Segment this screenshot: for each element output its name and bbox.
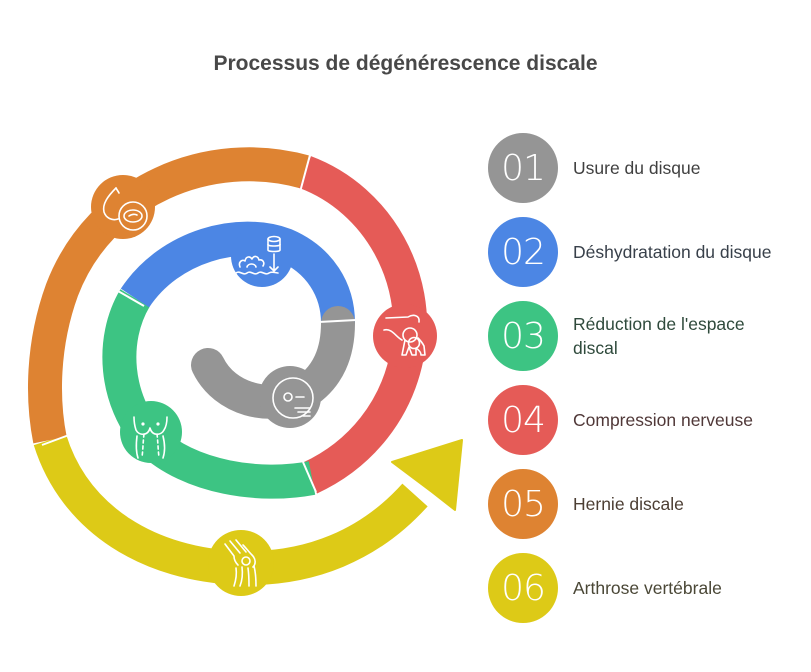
- step-badge: 04: [488, 385, 558, 455]
- step-label: Déshydratation du disque: [573, 242, 772, 262]
- dehydration-icon: [235, 235, 281, 275]
- step-label: Réduction de l'espace discal: [573, 314, 745, 358]
- step-label: Compression nerveuse: [573, 410, 753, 430]
- step-label: Arthrose vertébrale: [573, 578, 722, 598]
- legend-item-04: 04 Compression nerveuse: [488, 385, 783, 455]
- spiral-segment-01: [191, 306, 355, 428]
- step-label: Usure du disque: [573, 158, 701, 178]
- legend-item-06: 06 Arthrose vertébrale: [488, 553, 783, 623]
- step-badge: 05: [488, 469, 558, 539]
- legend-item-01: 01 Usure du disque: [488, 133, 783, 203]
- step-badge: 03: [488, 301, 558, 371]
- diagram-title: Processus de dégénérescence discale: [213, 52, 598, 75]
- step-badge: 01: [488, 133, 558, 203]
- step-label: Hernie discale: [573, 494, 684, 514]
- spine-torso-icon: [133, 416, 168, 459]
- spiral-segment-06: [33, 434, 463, 596]
- legend-item-03: 03 Réduction de l'espace discal: [488, 301, 783, 371]
- segment-separators: [41, 154, 357, 493]
- step-badge: 06: [488, 553, 558, 623]
- legend-item-05: 05 Hernie discale: [488, 469, 783, 539]
- nerve-compression-icon: [383, 314, 426, 356]
- herniated-disc-icon: [102, 187, 148, 231]
- step-badge: 02: [488, 217, 558, 287]
- joint-icon: [224, 539, 257, 587]
- spiral-segment-02: [120, 221, 355, 324]
- legend-item-02: 02 Déshydratation du disque: [488, 217, 783, 287]
- disc-icon: [272, 377, 314, 419]
